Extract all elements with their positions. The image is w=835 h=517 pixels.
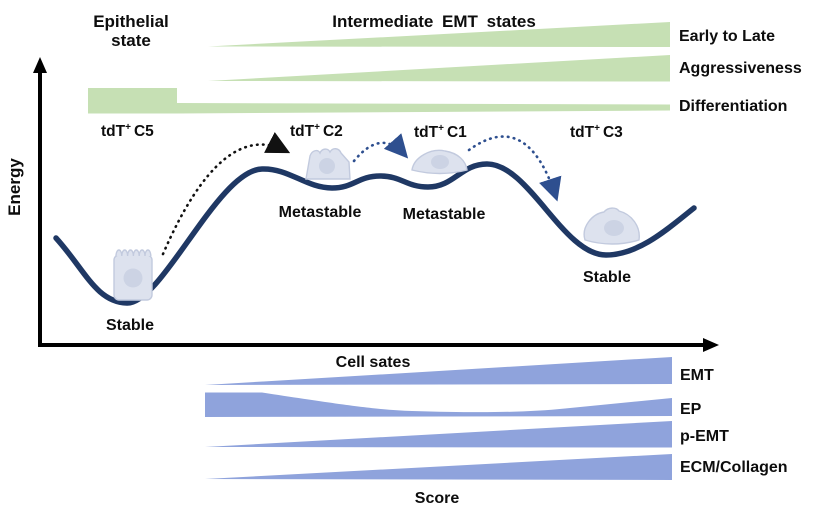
- cluster-label-c5: tdT+C5: [101, 122, 154, 140]
- ep-score-wedge: [205, 392, 672, 417]
- ep-label: EP: [680, 401, 702, 418]
- nucleus-icon: [123, 268, 143, 288]
- metastable-2-label: Metastable: [403, 206, 486, 223]
- nucleus-icon: [319, 158, 335, 174]
- nucleus-icon: [604, 220, 624, 236]
- emt-score-wedge: [205, 357, 672, 385]
- y-axis-arrowhead: [33, 57, 47, 73]
- cluster-label-c1: tdT+C1: [414, 123, 467, 141]
- intermediate-emt-states-title: Intermediate EMT states: [332, 12, 536, 31]
- epithelial-state-label-line1: Epithelial: [93, 12, 169, 31]
- transition-arrow-c2-c1-icon: [352, 133, 409, 163]
- nucleus-icon: [431, 155, 449, 169]
- differentiation-gradient-bar: [177, 103, 670, 114]
- y-axis-label: Energy: [5, 158, 24, 216]
- aggressiveness-gradient-wedge: [208, 55, 670, 82]
- p-emt-label: p-EMT: [680, 428, 729, 445]
- early-to-late-label: Early to Late: [679, 28, 775, 45]
- x-axis-label: Cell sates: [336, 354, 411, 371]
- x-axis-arrowhead: [703, 338, 719, 352]
- score-caption: Score: [415, 490, 460, 507]
- ecm-collagen-label: ECM/Collagen: [680, 459, 788, 476]
- transition-arrow-c1-c3-icon: [467, 135, 562, 202]
- p-emt-score-wedge: [205, 421, 672, 448]
- ecm-collagen-score-wedge: [205, 454, 672, 480]
- differentiation-gradient-block: [88, 88, 177, 114]
- mesenchymal-cell-icon: [583, 207, 640, 245]
- late-intermediate-cell-icon: [411, 149, 468, 175]
- early-to-late-gradient-wedge: [208, 22, 670, 47]
- differentiation-label: Differentiation: [679, 98, 787, 115]
- stable-left-label: Stable: [106, 317, 154, 334]
- transition-arrow-c5-c2-icon: [161, 132, 291, 256]
- cluster-label-c2: tdT+C2: [290, 122, 343, 140]
- early-intermediate-cell-icon: [305, 148, 351, 180]
- aggressiveness-label: Aggressiveness: [679, 60, 802, 77]
- metastable-1-label: Metastable: [279, 204, 362, 221]
- epithelial-state-label-line2: state: [111, 31, 151, 50]
- epithelial-cell-icon: [113, 249, 153, 301]
- microvilli-icon: [115, 249, 152, 257]
- stable-right-label: Stable: [583, 269, 631, 286]
- cluster-label-c3: tdT+C3: [570, 123, 623, 141]
- emt-label: EMT: [680, 367, 714, 384]
